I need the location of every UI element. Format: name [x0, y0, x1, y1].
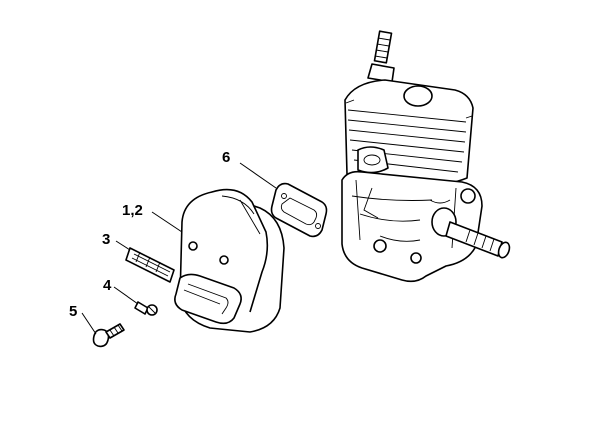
callout-screw-large: 5	[69, 303, 77, 320]
screw-small	[134, 301, 158, 316]
exhaust-port	[357, 146, 389, 174]
callout-gasket: 6	[222, 149, 230, 166]
engine-assembly	[341, 30, 511, 283]
crankshaft	[431, 207, 511, 259]
leader-lines	[81, 162, 277, 335]
callout-muffler: 1,2	[122, 202, 143, 219]
spark-arrest-screen	[125, 247, 175, 283]
gasket	[270, 182, 328, 238]
crankcase	[341, 170, 483, 283]
callout-screw-small: 4	[103, 277, 112, 294]
muffler	[174, 188, 285, 333]
screw-large	[92, 323, 125, 348]
callout-screen: 3	[102, 231, 110, 248]
